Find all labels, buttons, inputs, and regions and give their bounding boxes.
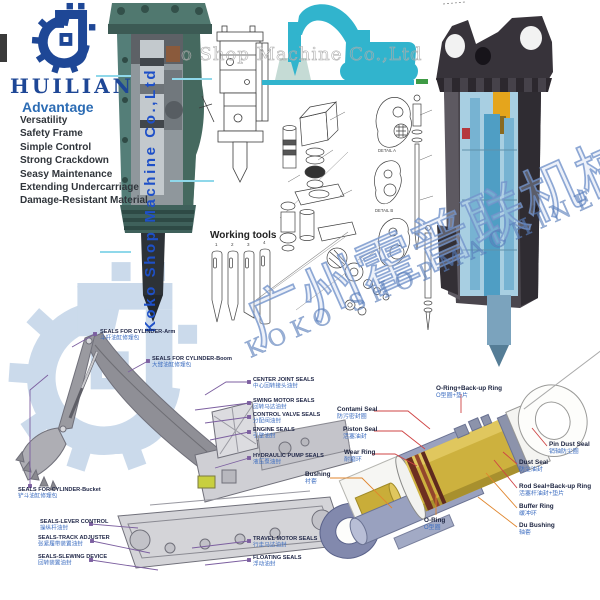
advantage-item: Simple Control	[20, 141, 92, 153]
advantage-item: Seasy Maintenance	[20, 168, 113, 180]
brand-logo	[32, 3, 96, 74]
advantage-item: Safety Frame	[20, 128, 83, 140]
tool-number: 2	[231, 243, 234, 248]
detail-b-label: DETAIL B	[375, 209, 394, 214]
photo-fragment	[0, 34, 7, 62]
excavator-silhouette	[262, 4, 428, 85]
cylinder-seal-diagram	[319, 349, 600, 559]
working-tools-title: Working tools	[210, 230, 277, 241]
line-breaker-drawing	[198, 1, 466, 183]
advantage-item: Versatility	[20, 115, 68, 126]
watermark-horizontal: o Shop Machine Co.,Ltd	[181, 44, 423, 66]
brand-name: HUILIAN	[10, 74, 134, 98]
advantage-item: Extending Undercarriage	[20, 182, 139, 194]
advantage-item: Strong Crackdown	[20, 155, 109, 167]
exploded-parts-diagram	[257, 94, 434, 331]
seal-connectors	[28, 332, 251, 571]
advantage-title: Advantage	[22, 99, 94, 115]
excavator-seal-diagram	[15, 332, 353, 569]
advantage-list: Versatility Safety Frame Simple Control …	[20, 114, 148, 208]
detail-a-label: DETAIL A	[378, 149, 396, 154]
dark-breaker-image	[436, 16, 553, 367]
teal-breaker-image	[96, 3, 214, 322]
tool-number: 3	[247, 243, 250, 248]
tool-number: 4	[263, 241, 266, 246]
advantage-item: Damage-Resistant Material	[20, 195, 148, 207]
tool-number: 1	[215, 243, 218, 248]
working-tools-drawing	[211, 231, 349, 325]
cylinder-connectors	[330, 394, 548, 528]
